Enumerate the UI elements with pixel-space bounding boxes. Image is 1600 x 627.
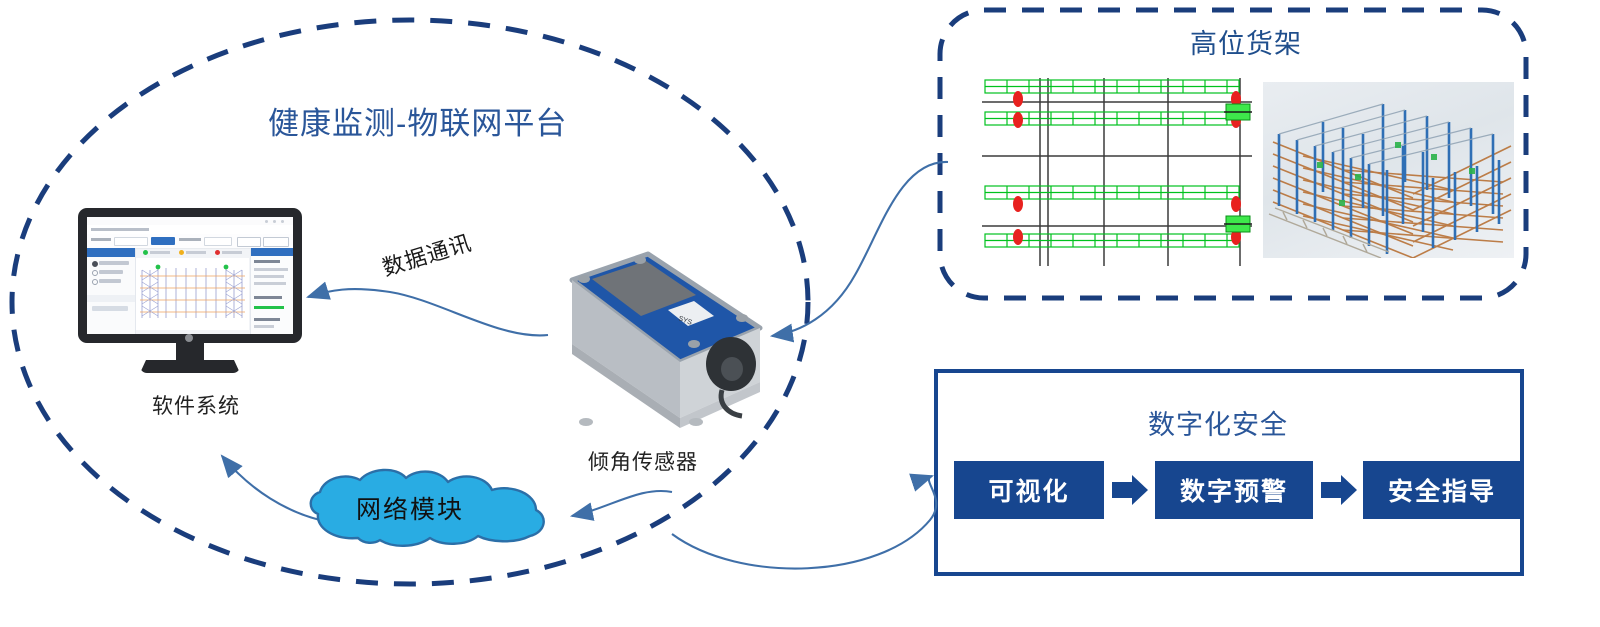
app-header-title-placeholder	[91, 228, 149, 231]
sidebar-item-label-2[interactable]	[99, 270, 123, 274]
sensor-brand-text: SYS	[677, 315, 693, 326]
rack-3d-beams	[1272, 141, 1512, 258]
monitor-neck	[176, 343, 204, 363]
network-module-cloud	[300, 466, 562, 548]
sidebar-subsection-header	[87, 295, 135, 302]
sidebar-card-header	[92, 306, 128, 311]
rack-3d-sensor-markers	[1317, 142, 1475, 206]
window-minimize-dot[interactable]	[265, 219, 268, 223]
filter-input-1[interactable]	[114, 237, 148, 246]
detail-status-ok	[254, 306, 284, 309]
plan-sensor-markers	[1013, 91, 1241, 245]
network-module-label: 网络模块	[356, 497, 465, 524]
rack-plan-drawing	[952, 74, 1252, 266]
detail-row-4	[254, 296, 282, 299]
arrow-sensor-to-monitor	[305, 281, 549, 337]
detail-row-2	[254, 275, 284, 278]
monitor-stand-base	[140, 360, 240, 373]
rack-3d-model	[1263, 82, 1514, 258]
left-sidebar	[87, 248, 136, 334]
data-communication-label: 数据通讯	[379, 229, 475, 281]
monitor-screen	[87, 217, 293, 334]
sidebar-section-header	[87, 248, 135, 257]
flow-step-digital-warning[interactable]: 数字预警	[1155, 461, 1313, 519]
sensor-left-face	[572, 280, 680, 418]
flow-arrow-2-icon	[1321, 475, 1357, 505]
sidebar-radio-3[interactable]	[92, 279, 98, 285]
detail-row-3	[254, 282, 286, 285]
filter-input-2[interactable]	[204, 237, 232, 246]
plan-device-symbols	[1224, 103, 1252, 233]
arrow-platform-to-cloud	[569, 489, 673, 521]
sensor-connector-hole	[721, 357, 743, 381]
sensor-display-window	[592, 261, 696, 316]
monitor-power-indicator	[185, 334, 193, 342]
rack-3d-top-rails	[1278, 103, 1494, 165]
sidebar-item-label-3[interactable]	[99, 279, 121, 283]
legend-dot-red	[215, 250, 220, 255]
sidebar-item-label-1[interactable]	[99, 261, 129, 265]
inclination-sensor-label: 倾角传感器	[588, 451, 698, 474]
reset-button[interactable]	[263, 237, 289, 247]
search-toolbar	[87, 234, 293, 249]
monitor-bezel	[78, 208, 302, 343]
sensor-label-plate	[668, 301, 714, 326]
detail-row-1	[254, 268, 288, 271]
export-button[interactable]	[237, 237, 261, 247]
legend-dot-yellow	[179, 250, 184, 255]
detail-title	[254, 260, 280, 263]
arrow-rack-to-sensor	[769, 160, 949, 343]
legend-warning	[179, 250, 206, 255]
detail-row-6	[254, 325, 274, 328]
safety-panel-title: 数字化安全	[1148, 410, 1288, 440]
cloud-shape	[309, 468, 545, 547]
legend-alarm	[215, 250, 242, 255]
inclination-sensor-device: SYS	[528, 232, 776, 442]
flow-step-safety-guidance[interactable]: 安全指导	[1363, 461, 1521, 519]
filter-label-2	[179, 238, 201, 241]
sensor-flange-left	[572, 344, 680, 428]
window-maximize-dot[interactable]	[273, 219, 276, 223]
legend-dot-green	[143, 250, 148, 255]
rack-3d-floor-conveyor	[1268, 207, 1390, 258]
filter-label-1	[91, 238, 111, 241]
flow-step-visualization[interactable]: 可视化	[954, 461, 1104, 519]
sidebar-radio-2[interactable]	[92, 270, 98, 276]
arrow-platform-to-safety	[671, 473, 938, 570]
sensor-cable-tail	[718, 389, 743, 419]
page-title-iot-platform: 健康监测-物联网平台	[268, 106, 568, 141]
window-close-dot[interactable]	[281, 219, 284, 223]
detail-row-5	[254, 318, 280, 321]
right-panel-header	[251, 248, 293, 256]
sensor-flange-right	[680, 382, 760, 428]
right-info-panel	[250, 248, 293, 334]
legend-normal	[143, 250, 170, 255]
rack-panel-title: 高位货架	[1190, 29, 1302, 59]
plan-rack-rows	[984, 79, 1240, 248]
flow-arrow-1-icon	[1112, 475, 1148, 505]
software-system-label: 软件系统	[152, 395, 240, 418]
software-system-monitor	[78, 208, 302, 378]
rack-structure-chart	[136, 258, 249, 330]
query-button[interactable]	[151, 237, 175, 245]
sidebar-radio-selected[interactable]	[92, 261, 98, 267]
sensor-screws	[578, 256, 748, 426]
